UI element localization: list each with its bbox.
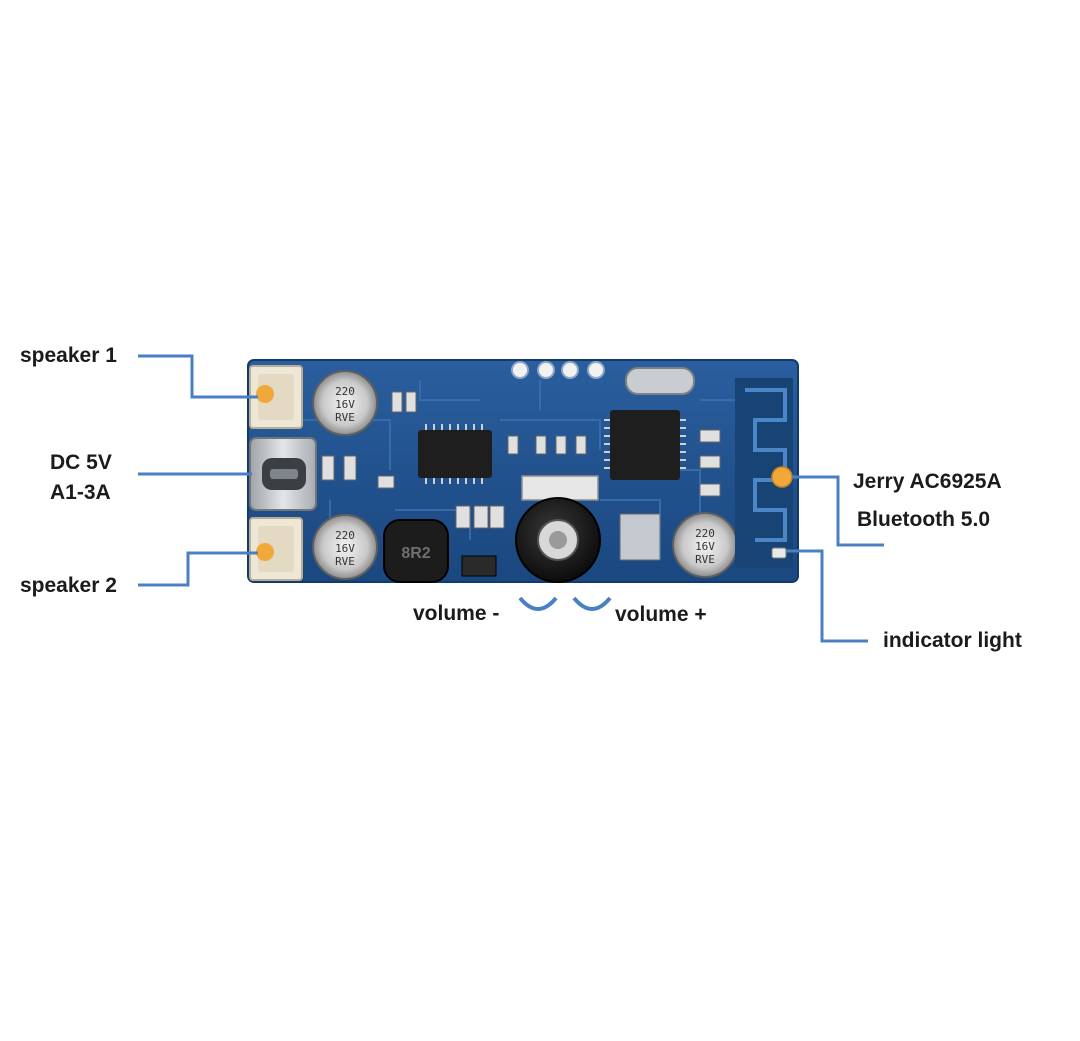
capacitor-2-marking-3: RVE: [335, 555, 355, 568]
leader-bluetooth: [792, 475, 884, 547]
label-volume-minus: volume -: [413, 602, 500, 625]
label-speaker-2: speaker 2: [20, 574, 117, 597]
usb-c-port: [249, 437, 317, 511]
label-dc-voltage: DC 5V: [50, 451, 112, 474]
bluetooth-antenna: [735, 378, 793, 568]
crystal-oscillator: [625, 367, 695, 395]
leader-speaker-2: [138, 551, 258, 587]
bluetooth-chip: [604, 410, 686, 480]
capacitor-1-marking-2: 16V: [335, 398, 355, 411]
amplifier-chip: [418, 424, 492, 484]
volume-knob: [515, 475, 601, 583]
capacitor-3-marking-3: RVE: [695, 553, 715, 566]
mounting-holes: [511, 361, 605, 379]
smd-components: [321, 391, 721, 577]
label-dc-current: A1-3A: [50, 481, 111, 504]
volume-minus-arc: [518, 596, 558, 611]
speaker-1-connector: [249, 365, 303, 429]
speaker-2-connector: [249, 517, 303, 581]
capacitor-3-marking-1: 220: [695, 527, 715, 540]
label-speaker-1: speaker 1: [20, 344, 117, 367]
capacitor-3: 220 16V RVE: [672, 512, 738, 578]
label-bluetooth-version: Bluetooth 5.0: [857, 508, 991, 531]
capacitor-3-marking-2: 16V: [695, 540, 715, 553]
volume-arcs: [518, 596, 612, 611]
capacitor-1-marking-1: 220: [335, 385, 355, 398]
leader-indicator: [786, 549, 868, 643]
volume-plus-arc: [572, 596, 612, 611]
label-indicator-light: indicator light: [883, 629, 1022, 652]
pcb-board: 220 16V RVE 220 16V RVE 220 16V RVE 8R2: [247, 359, 799, 583]
capacitor-2-marking-1: 220: [335, 529, 355, 542]
leader-lines: [138, 354, 884, 643]
inductor-marking: 8R2: [401, 545, 430, 562]
label-chip: Jerry AC6925A: [853, 470, 1002, 493]
capacitor-1-marking-3: RVE: [335, 411, 355, 424]
capacitor-1: 220 16V RVE: [312, 370, 378, 436]
capacitor-2: 220 16V RVE: [312, 514, 378, 580]
indicator-led: [771, 547, 787, 559]
capacitor-2-marking-2: 16V: [335, 542, 355, 555]
inductor: 8R2: [383, 519, 449, 583]
label-volume-plus: volume +: [615, 603, 707, 626]
leader-speaker-1: [138, 354, 258, 399]
